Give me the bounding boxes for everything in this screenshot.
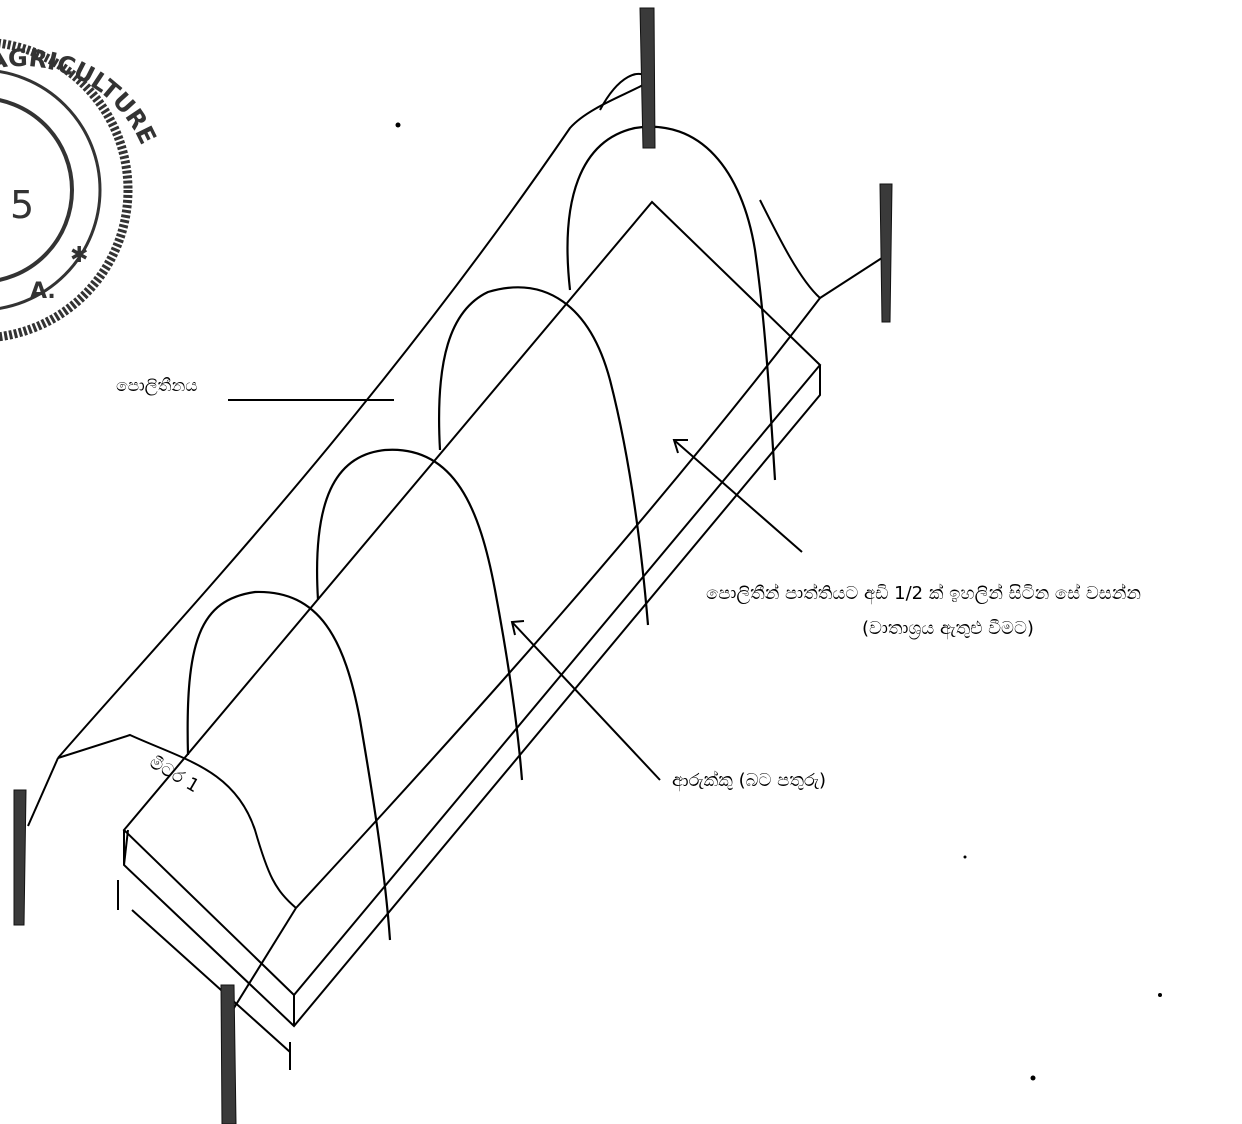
stamp-star-icon: ✱ [70,243,88,268]
polythene-sheet [27,73,889,1025]
leaders [228,399,803,781]
stake-top [639,7,656,149]
stakes [13,7,893,1124]
stamp-number: 5 [10,183,34,227]
ventilation-note-label: පොලිතීන් පාත්තියට අඩි 1/2 ක් ඉහලින් සිටි… [706,583,1141,604]
vent-leader [673,439,803,553]
stake-bottom [220,984,237,1124]
hoop-3 [437,286,650,626]
stamp-letter: A. [30,279,56,304]
hoops-leader [511,621,661,781]
bed-side [123,365,821,1028]
stamp-arc-text: AGRICULTURE [0,44,162,149]
stake-left [13,789,27,926]
hoops [186,125,777,941]
stamp-seal: AGRICULTURE 5 A. ✱ [0,38,162,342]
scan-specks [395,122,1162,1081]
ventilation-note-sub-label: (වාතාශ්‍රය ඇතුළු වීමට) [862,618,1034,639]
hoops-label: ආරුක්කු (බට පතුරු) [672,770,827,791]
polythene-label: පොලිතීනය [116,376,198,396]
width-dimension [117,880,291,1070]
svg-text:AGRICULTURE: AGRICULTURE [0,44,162,149]
hoop-2 [316,448,524,781]
hoop-1 [186,590,392,941]
seed-bed [122,200,822,1028]
hoop-4 [566,125,777,481]
stake-right [879,183,893,323]
